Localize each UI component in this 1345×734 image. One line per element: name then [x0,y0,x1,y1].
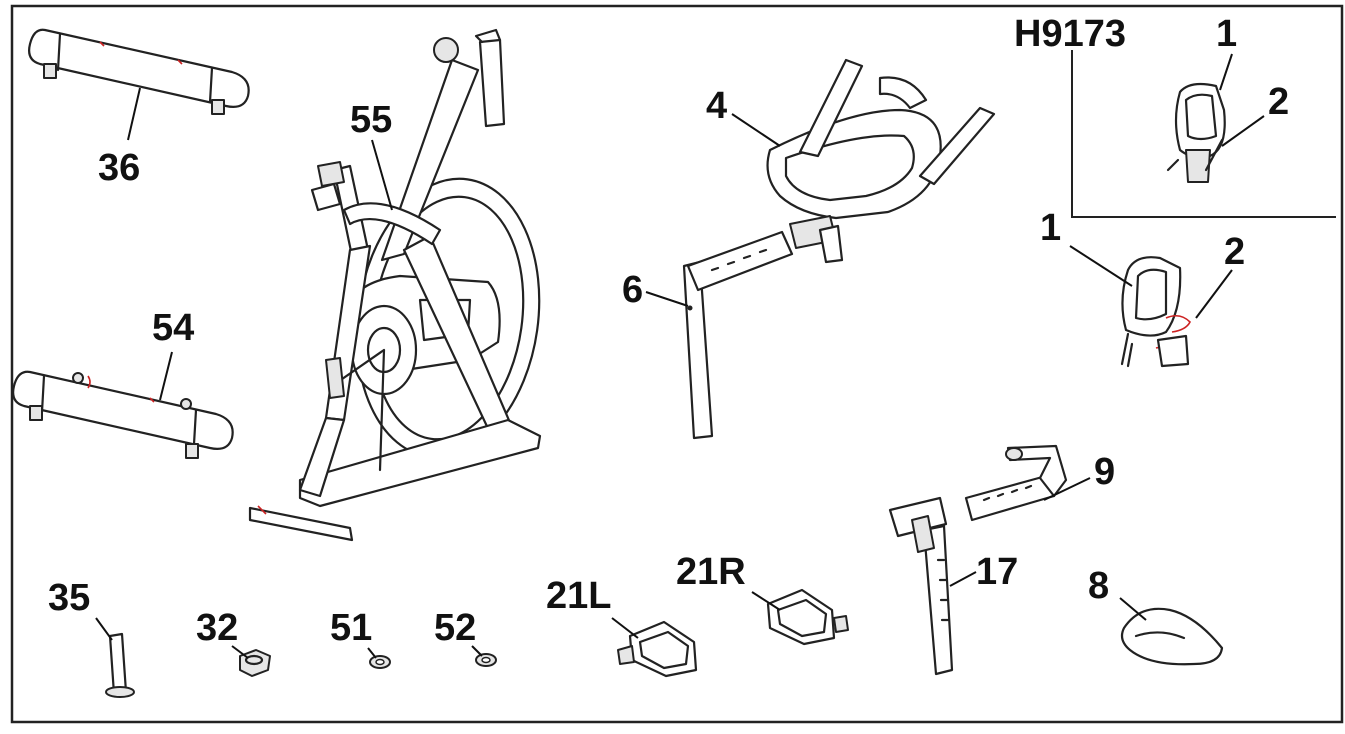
label-handlebar-post: 6 [622,269,643,311]
pedal-left-part [617,620,698,678]
pedal-right-part [766,588,849,646]
inset-box [1071,50,1336,218]
leader-bracket-2 [1195,269,1233,319]
console-part [1120,256,1191,368]
nut-part [239,649,271,677]
seat-slider-part [964,444,1068,522]
label-pedal-right: 21R [676,551,746,593]
leader-9 [1043,477,1091,501]
label-bolt: 35 [48,577,90,619]
leader-35 [95,617,113,641]
diagram-border [10,4,1344,724]
label-console: 1 [1040,207,1061,249]
leader-4 [731,113,781,147]
leader-36 [127,87,141,141]
frame-part [248,28,542,542]
label-bracket: 2 [1224,231,1245,273]
leader-inset-2 [1221,115,1265,147]
label-seat-post: 17 [976,551,1018,593]
leader-51 [367,647,377,659]
label-inset-bracket: 2 [1268,81,1289,123]
label-pedal-left: 21L [546,575,611,617]
rear-stabilizer-part [28,28,250,115]
label-nut: 32 [196,607,238,649]
label-frame: 55 [350,99,392,141]
label-front-stabilizer: 54 [152,307,194,349]
seat-part [1120,607,1224,666]
label-inset: H9173 [1014,13,1126,55]
seat-post-part [888,496,954,676]
label-inset-console: 1 [1216,13,1237,55]
leader-6 [645,291,689,307]
leader-32 [231,645,249,659]
handlebar-part [766,58,996,264]
leader-21r [751,591,781,611]
leader-8 [1119,597,1147,621]
inset-console-part [1166,82,1226,183]
leader-console-1 [1069,245,1133,287]
bolt-part [105,632,135,698]
leader-inset-1 [1219,53,1233,91]
label-rear-stabilizer: 36 [98,147,140,189]
label-washer-51: 51 [330,607,372,649]
leader-21l [611,617,639,639]
leader-54 [159,351,173,401]
leader-52 [471,645,483,657]
washer-52-part [475,653,497,667]
label-seat-slider: 9 [1094,451,1115,493]
label-washer-52: 52 [434,607,476,649]
handlebar-post-part [682,230,794,440]
label-handlebar: 4 [706,85,727,127]
leader-55 [371,139,393,211]
front-stabilizer-part [12,370,234,459]
leader-17 [949,571,977,587]
washer-51-part [369,655,391,669]
label-seat: 8 [1088,565,1109,607]
